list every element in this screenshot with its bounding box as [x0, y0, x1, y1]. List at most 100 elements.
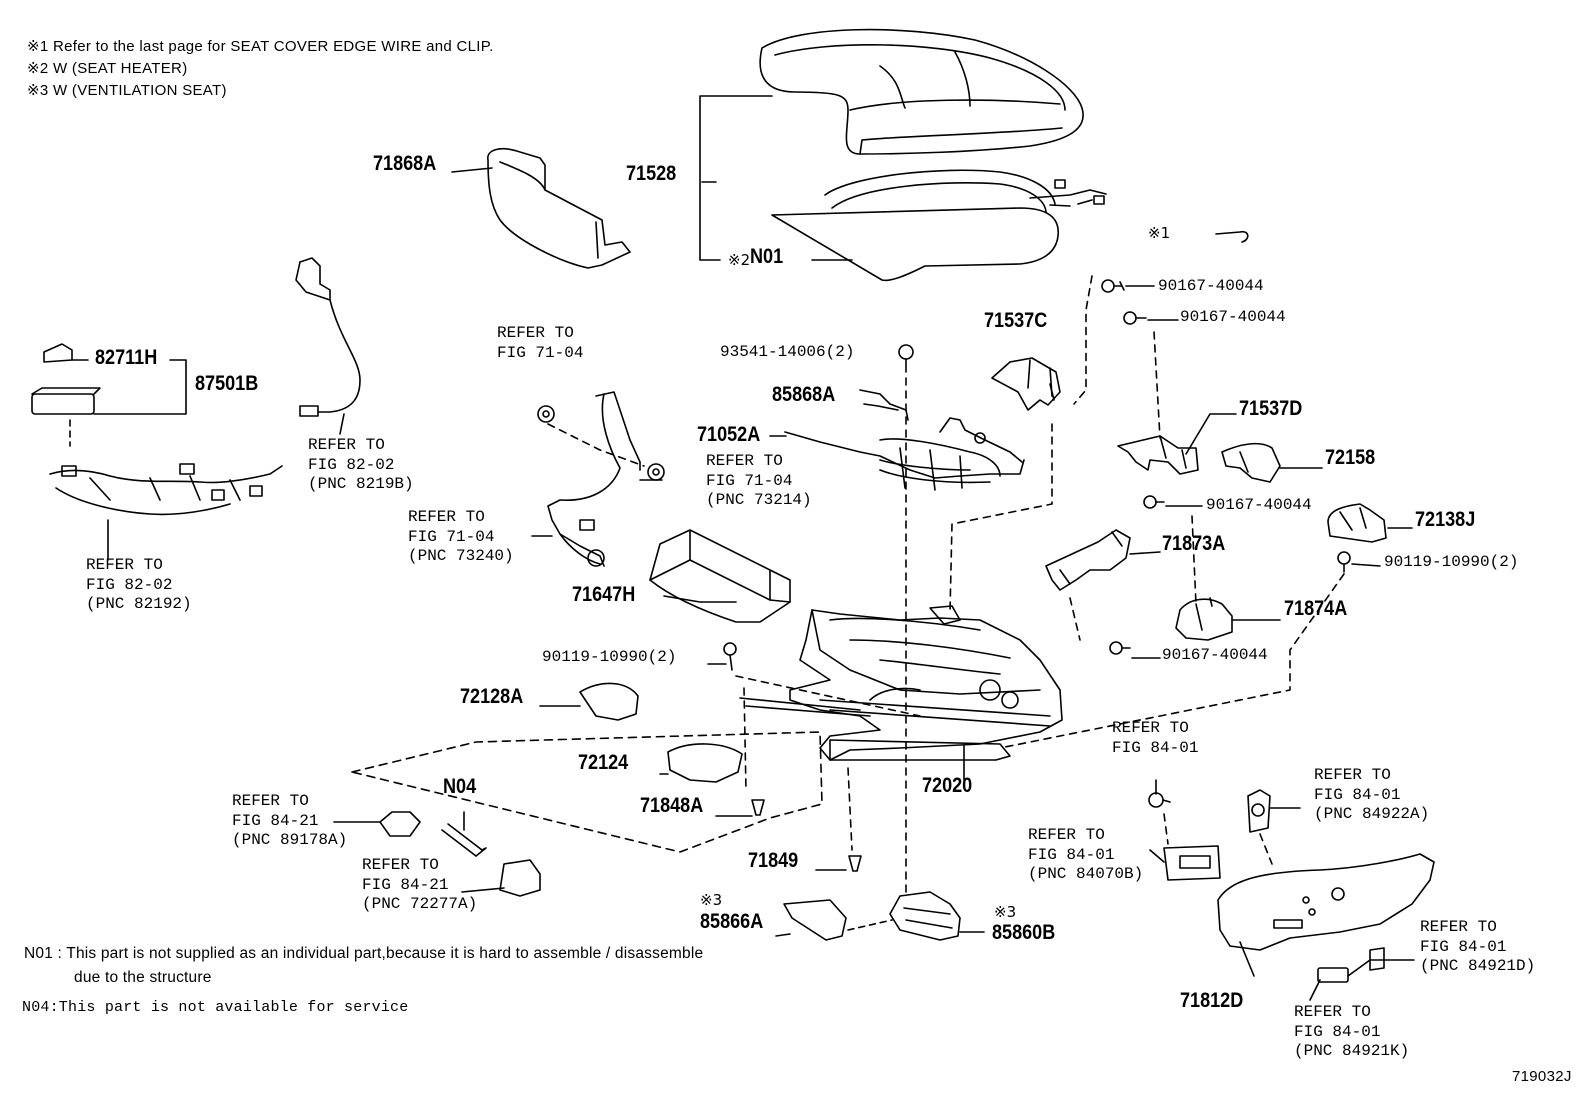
refer-line: REFER TO: [1028, 826, 1105, 844]
figure-id: 719032J: [1512, 1068, 1572, 1085]
wire-mat-drawing: [784, 417, 1025, 491]
cover-72124-drawing: [667, 743, 743, 783]
cover-72138j-drawing: [1327, 503, 1387, 543]
refer-fig: FIG 84-01: [1028, 845, 1115, 864]
side-shield-switch-drawing: [1163, 789, 1435, 983]
wire-8219b-drawing: [295, 257, 361, 417]
refer-callout-12[interactable]: REFER TO FIG 84-01 (PNC 84921K): [1294, 1003, 1409, 1062]
refer-callout-6[interactable]: REFER TO FIG 84-01: [1112, 719, 1198, 758]
refer-fig: FIG 84-01: [1420, 937, 1507, 956]
footnote-n01-line2: due to the structure: [74, 969, 212, 986]
note-3: ※3 W (VENTILATION SEAT): [27, 82, 227, 99]
part-71052a[interactable]: 71052A: [697, 423, 761, 446]
refer-fig: FIG 71-04: [706, 471, 793, 490]
seat-cushion-cover-drawing: [759, 28, 1084, 155]
refer-pnc: (PNC 84070B): [1028, 865, 1144, 883]
part-72020[interactable]: 72020: [922, 774, 973, 797]
part-72124[interactable]: 72124: [578, 751, 629, 774]
refer-fig: FIG 82-02: [86, 575, 173, 594]
refer-callout-7[interactable]: REFER TO FIG 84-01 (PNC 84922A): [1314, 766, 1429, 825]
refer-pnc: (PNC 82192): [86, 595, 192, 613]
part-71873a[interactable]: 71873A: [1162, 532, 1226, 555]
part-n04[interactable]: N04: [443, 775, 477, 798]
bolt-number-2[interactable]: 90167-40044: [1180, 308, 1286, 326]
refer-callout-2[interactable]: REFER TO FIG 82-02 (PNC 8219B): [308, 436, 414, 495]
part-85868a-drawing: [859, 389, 909, 421]
part-71528[interactable]: 71528: [626, 162, 677, 185]
part-85860b[interactable]: 85860B: [992, 921, 1056, 944]
refer-fig: FIG 84-01: [1314, 785, 1401, 804]
refer-callout-5[interactable]: REFER TO FIG 82-02 (PNC 82192): [86, 556, 192, 615]
seat-heater-pad-drawing: [771, 169, 1107, 282]
refer-pnc: (PNC 72277A): [362, 895, 478, 913]
bracket-71874a-drawing: [1175, 597, 1233, 641]
refer-line: REFER TO: [232, 792, 309, 810]
bolt-number-7[interactable]: 90119-10990(2): [542, 648, 677, 666]
mark-3b: ※3: [994, 903, 1017, 921]
bolt-number-6[interactable]: 90119-10990(2): [1384, 553, 1519, 571]
refer-callout-3[interactable]: REFER TO FIG 71-04 (PNC 73214): [706, 452, 812, 511]
refer-line: REFER TO: [1112, 719, 1189, 737]
footnote-n01: N01 : This part is not supplied as an in…: [24, 942, 703, 990]
dashed-connection-lines: [547, 275, 1345, 897]
refer-fig: FIG 84-21: [362, 875, 449, 894]
refer-fig: FIG 71-04: [497, 343, 584, 362]
part-71647h[interactable]: 71647H: [572, 583, 636, 606]
cover-72128a-drawing: [579, 682, 639, 721]
part-87501b[interactable]: 87501B: [195, 372, 259, 395]
refer-fig: FIG 84-01: [1112, 738, 1199, 757]
wire-harness-7104-drawing: [547, 391, 641, 567]
mark-3a: ※3: [700, 891, 723, 909]
part-71849[interactable]: 71849: [748, 849, 799, 872]
refer-line: REFER TO: [408, 508, 485, 526]
refer-callout-11[interactable]: REFER TO FIG 84-01 (PNC 84921D): [1420, 918, 1535, 977]
refer-callout-4[interactable]: REFER TO FIG 71-04 (PNC 73240): [408, 508, 514, 567]
part-82711h[interactable]: 82711H: [95, 346, 158, 369]
refer-line: REFER TO: [706, 452, 783, 470]
bolts-drawing: [537, 279, 1351, 872]
refer-fig: FIG 71-04: [408, 527, 495, 546]
bolt-number-3[interactable]: 90167-40044: [1206, 496, 1312, 514]
bolt-number-5[interactable]: 93541-14006(2): [720, 343, 855, 361]
part-n01[interactable]: N01: [750, 245, 784, 268]
refer-line: REFER TO: [362, 856, 439, 874]
wire-harness-drawing: [31, 343, 283, 516]
bolt-number-1[interactable]: 90167-40044: [1158, 277, 1264, 295]
part-85866a[interactable]: 85866A: [700, 910, 764, 933]
refer-pnc: (PNC 73214): [706, 491, 812, 509]
refer-line: REFER TO: [86, 556, 163, 574]
lower-left-parts-drawing: [351, 731, 823, 897]
seat-frame-drawing: [739, 605, 1063, 761]
refer-pnc: (PNC 89178A): [232, 831, 348, 849]
refer-fig: FIG 84-01: [1294, 1022, 1381, 1041]
part-71537c[interactable]: 71537C: [984, 309, 1048, 332]
refer-pnc: (PNC 73240): [408, 547, 514, 565]
part-72138j[interactable]: 72138J: [1415, 508, 1476, 531]
refer-line: REFER TO: [308, 436, 385, 454]
mark-1: ※1: [1148, 224, 1171, 242]
footnote-n04: N04:This part is not available for servi…: [22, 999, 409, 1016]
part-71874a[interactable]: 71874A: [1284, 597, 1348, 620]
part-72158[interactable]: 72158: [1325, 446, 1376, 469]
part-85868a[interactable]: 85868A: [772, 383, 836, 406]
refer-callout-10[interactable]: REFER TO FIG 84-21 (PNC 72277A): [362, 856, 477, 915]
refer-callout-1[interactable]: REFER TO FIG 71-04: [497, 324, 583, 363]
refer-pnc: (PNC 8219B): [308, 475, 414, 493]
part-71812d[interactable]: 71812D: [1180, 989, 1244, 1012]
refer-callout-8[interactable]: REFER TO FIG 84-21 (PNC 89178A): [232, 792, 347, 851]
refer-pnc: (PNC 84921K): [1294, 1042, 1410, 1060]
part-71537d[interactable]: 71537D: [1239, 397, 1303, 420]
refer-line: REFER TO: [1420, 918, 1497, 936]
refer-callout-9[interactable]: REFER TO FIG 84-01 (PNC 84070B): [1028, 826, 1143, 885]
part-71868a[interactable]: 71868A: [373, 152, 437, 175]
bracket-71537d-drawing: [1117, 435, 1199, 475]
part-71848a[interactable]: 71848A: [640, 794, 704, 817]
bolt-number-4[interactable]: 90167-40044: [1162, 646, 1268, 664]
note-1: ※1 Refer to the last page for SEAT COVER…: [27, 38, 494, 55]
side-shield-drawing: [487, 148, 631, 269]
part-72128a[interactable]: 72128A: [460, 685, 524, 708]
footnote-n01-line1: N01 : This part is not supplied as an in…: [24, 945, 704, 962]
pad-71647h-drawing: [649, 529, 791, 623]
refer-line: REFER TO: [497, 324, 574, 342]
